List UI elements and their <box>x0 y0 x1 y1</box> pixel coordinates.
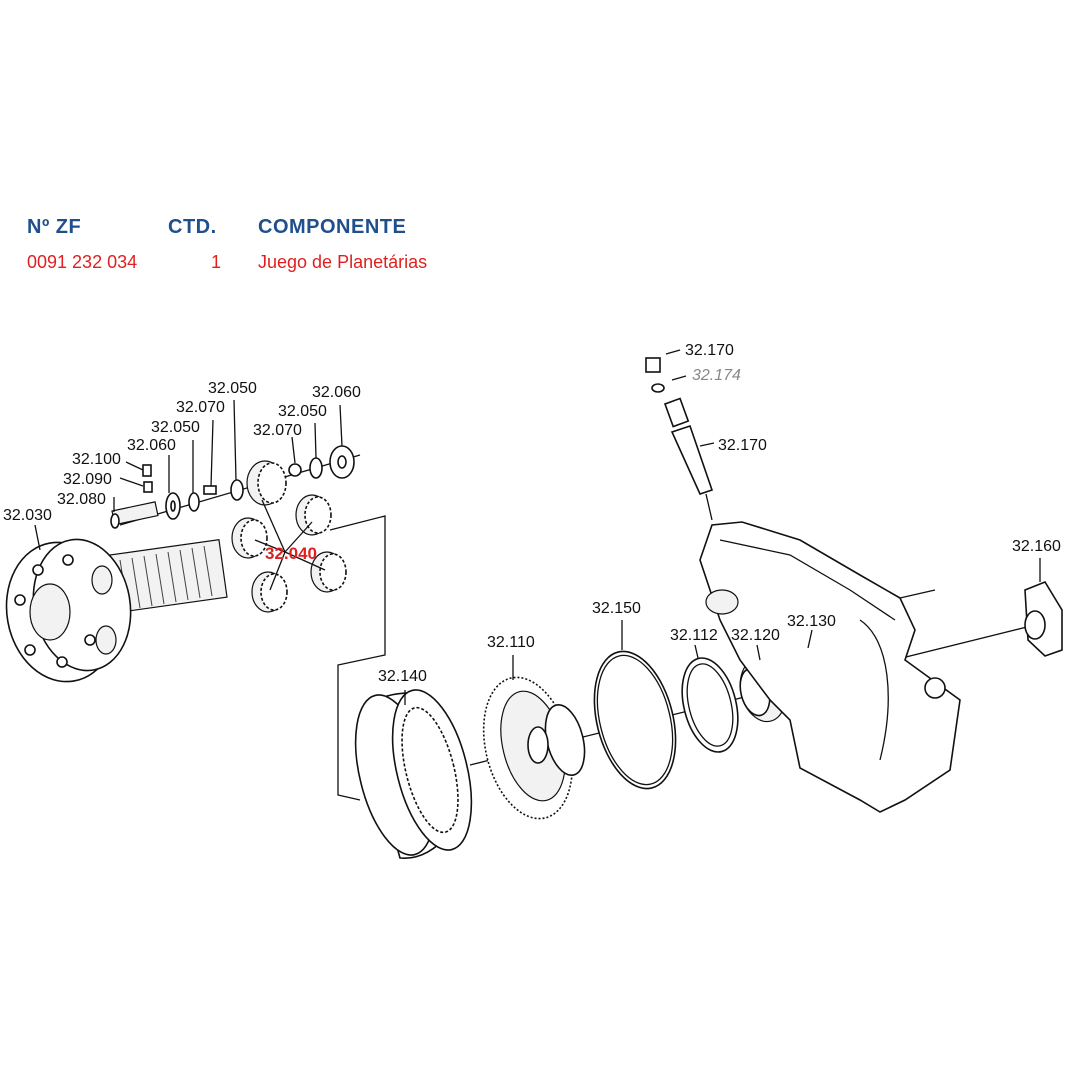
needle-part <box>288 463 302 477</box>
row-qty: 1 <box>211 252 222 272</box>
callout-32130: 32.130 <box>787 613 836 630</box>
callout-32030: 32.030 <box>3 507 52 524</box>
shim-part <box>681 657 739 753</box>
washer-part <box>230 479 244 501</box>
washer-part <box>188 492 200 512</box>
planet-pin-part <box>110 501 159 529</box>
sun-gear-part <box>482 676 586 820</box>
callout-32120: 32.120 <box>731 627 780 644</box>
cover-part <box>1024 581 1063 657</box>
header-component: COMPONENTE <box>258 216 407 238</box>
callout-32112: 32.112 <box>670 627 718 644</box>
snap-ring-part <box>593 650 677 790</box>
header-part-no: Nº ZF <box>27 216 82 238</box>
callout-32080: 32.080 <box>57 491 106 508</box>
callout-32090: 32.090 <box>63 471 112 488</box>
housing-part <box>699 521 961 813</box>
callout-32070-left: 32.070 <box>176 399 225 416</box>
header-qty: CTD. <box>168 216 217 238</box>
callout-32174: 32.174 <box>692 367 741 384</box>
callout-32150: 32.150 <box>592 600 641 617</box>
row-component: Juego de Planetárias <box>258 252 428 272</box>
small-pin-part <box>143 481 153 493</box>
callout-32140: 32.140 <box>378 668 427 685</box>
needle-part <box>203 485 217 495</box>
callout-32050-left: 32.050 <box>151 419 200 436</box>
planet-gears-part <box>231 460 347 613</box>
callout-32100: 32.100 <box>72 451 121 468</box>
callout-32160: 32.160 <box>1012 538 1061 555</box>
callout-32040: 32.040 <box>265 544 317 563</box>
callout-32110: 32.110 <box>487 634 535 651</box>
callout-32050-right: 32.050 <box>278 403 327 420</box>
callout-32050-top: 32.050 <box>208 380 257 397</box>
callout-32060-right: 32.060 <box>312 384 361 401</box>
callout-32060-left: 32.060 <box>127 437 176 454</box>
sensor-part <box>645 357 714 521</box>
washer-part <box>309 457 323 479</box>
ring-gear-part <box>354 689 473 859</box>
planet-carrier-part <box>5 538 228 683</box>
callout-32070-right: 32.070 <box>253 422 302 439</box>
row-part-no: 0091 232 034 <box>27 252 138 272</box>
callout-32170-top: 32.170 <box>685 342 734 359</box>
callout-32170-lower: 32.170 <box>718 437 767 454</box>
small-key-part <box>142 464 152 477</box>
bracket-line <box>329 515 386 801</box>
